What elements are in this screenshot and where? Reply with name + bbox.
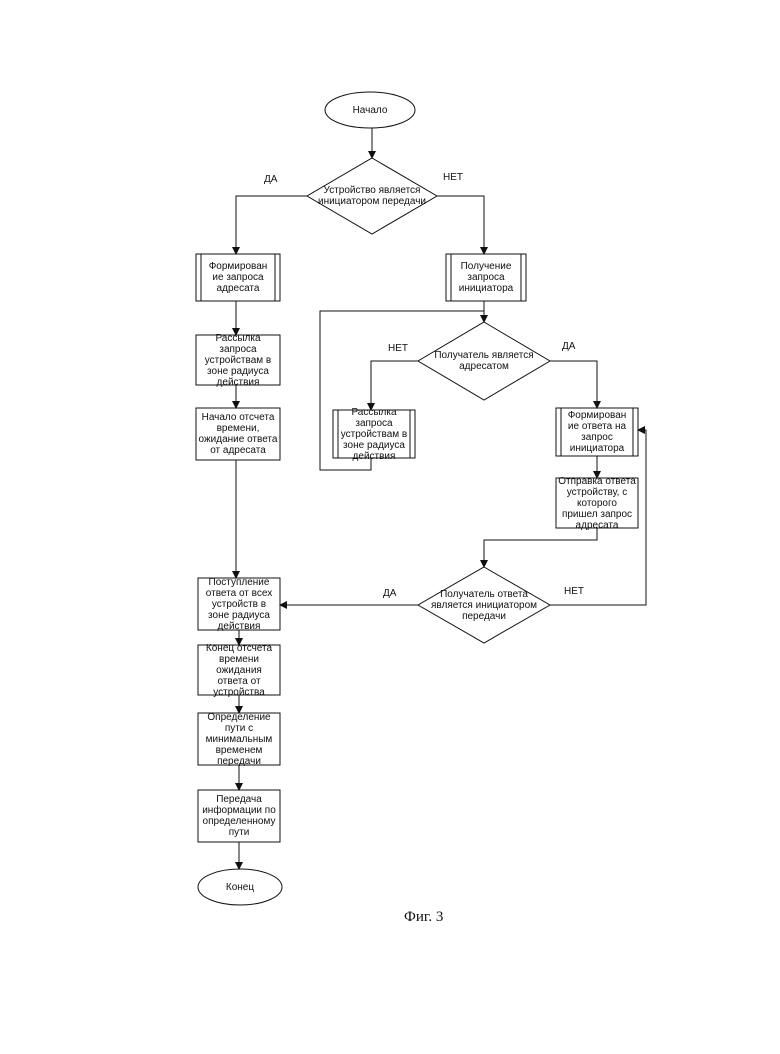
- process-broadcast-mid: Рассылка запроса устройствам в зоне ради…: [339, 411, 409, 457]
- connector-send-decision: [484, 528, 597, 567]
- label-yes-response: ДА: [383, 588, 396, 599]
- decision-addressee: Получатель является адресатом: [425, 346, 543, 376]
- process-broadcast-left: Рассылка запроса устройствам в зоне ради…: [198, 337, 278, 383]
- figure-caption: Фиг. 3: [404, 909, 443, 926]
- connector-yes-form-request: [236, 196, 307, 254]
- process-responses-received: Поступление ответа от всех устройств в з…: [200, 580, 278, 628]
- label-no-response: НЕТ: [564, 586, 584, 597]
- process-form-response: Формирован ие ответа на запрос инициатор…: [562, 410, 632, 454]
- process-form-request: Формирован ие запроса адресата: [202, 256, 274, 299]
- label-yes-initiator: ДА: [264, 174, 277, 185]
- decision-initiator: Устройство является инициатором передачи: [315, 180, 429, 212]
- label-no-addressee: НЕТ: [388, 343, 408, 354]
- decision-response-initiator: Получатель ответа является инициатором п…: [423, 588, 545, 622]
- process-transmit: Передача информации по определенному пут…: [200, 792, 278, 840]
- process-determine-path: Определение пути с минимальным временем …: [200, 715, 278, 763]
- label-no-initiator: НЕТ: [443, 172, 463, 183]
- connector-no-receive-request: [437, 196, 484, 254]
- process-timer-end: Конец отсчета времени ожидания ответа от…: [200, 647, 278, 693]
- process-send-response: Отправка ответа устройству, с которого п…: [558, 480, 636, 526]
- start-terminator: Начало: [330, 100, 410, 120]
- process-receive-request: Получение запроса инициатора: [452, 256, 520, 299]
- connector-yes-form-response: [550, 361, 597, 408]
- end-terminator: Конец: [200, 877, 280, 897]
- connector-no-broadcast-mid: [371, 361, 418, 410]
- label-yes-addressee: ДА: [562, 341, 575, 352]
- process-timer-start: Начало отсчета времени, ожидание ответа …: [198, 410, 278, 458]
